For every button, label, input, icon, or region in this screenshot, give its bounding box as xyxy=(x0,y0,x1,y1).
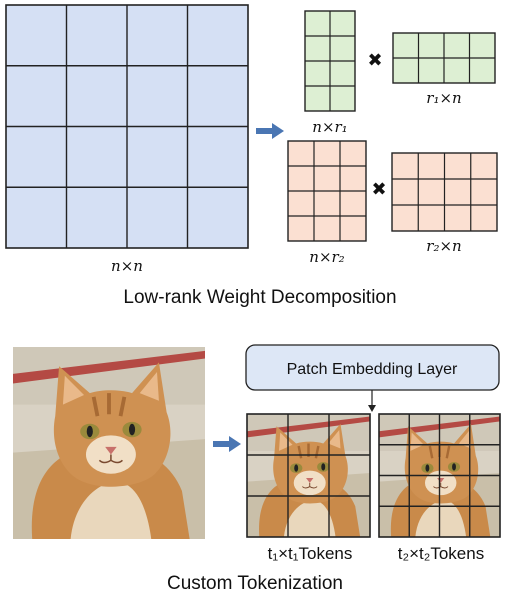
tokens-t2-label: t₂×t₂Tokens xyxy=(398,544,484,563)
decomposition-caption: Low-rank Weight Decomposition xyxy=(123,287,396,308)
times-icon: ✖ xyxy=(371,179,386,200)
factor2-left-label: n×r₂ xyxy=(309,248,344,266)
factor2-right-matrix xyxy=(391,152,498,232)
token-grid-t2 xyxy=(377,412,502,539)
factor2-right-label: r₂×n xyxy=(426,237,461,255)
decomposition-arrow xyxy=(256,123,284,139)
times-icon: ✖ xyxy=(367,50,382,71)
factor1-right-label: r₁×n xyxy=(426,89,461,107)
tokenization-arrow xyxy=(213,436,241,452)
tokens-t1-label: t₁×t₁Tokens xyxy=(268,544,353,563)
embedding-connector xyxy=(368,390,376,412)
patch-embedding-layer-label: Patch Embedding Layer xyxy=(287,361,458,378)
factor1-left-label: n×r₁ xyxy=(312,118,347,136)
tokenization-caption: Custom Tokenization xyxy=(167,573,343,594)
factor1-left-matrix xyxy=(304,10,356,112)
token-grid-t1 xyxy=(245,412,372,539)
factor2-left-matrix xyxy=(287,140,367,242)
big-matrix-label: n×n xyxy=(111,257,143,275)
cat-image xyxy=(11,345,207,541)
factor1-right-matrix xyxy=(392,32,496,84)
big-matrix xyxy=(5,4,249,249)
